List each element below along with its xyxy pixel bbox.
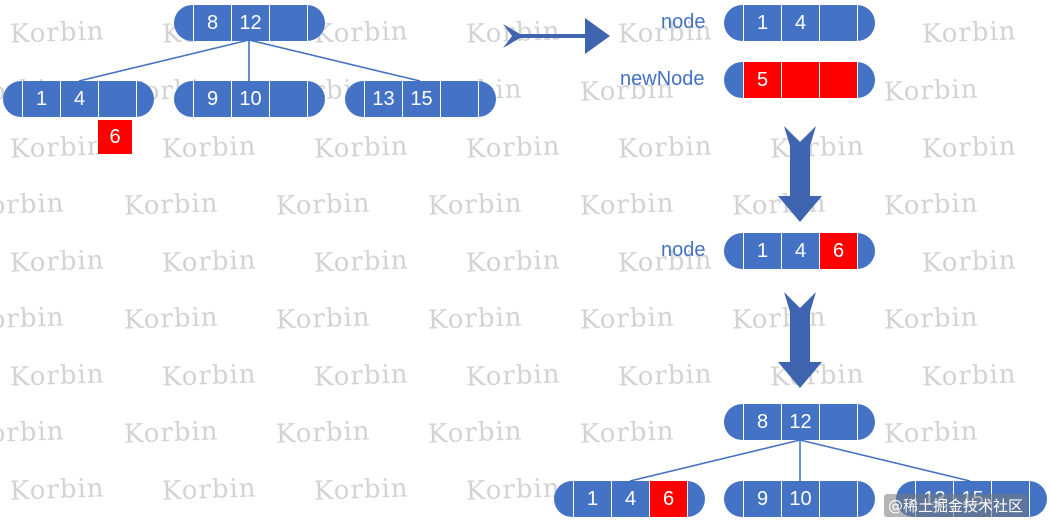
key-cell: 4 bbox=[612, 481, 650, 517]
empty-cell bbox=[99, 81, 137, 117]
result-tree-left-child-node: 1 4 6 bbox=[554, 481, 705, 517]
node-cap bbox=[724, 404, 744, 440]
node-cap bbox=[724, 5, 744, 41]
new-node-label: newNode bbox=[620, 68, 705, 90]
left-tree-right-child-node: 13 15 bbox=[345, 81, 496, 117]
key-cell: 4 bbox=[782, 5, 820, 41]
merged-node: 1 4 6 bbox=[724, 233, 875, 269]
source-credit: @稀土掘金技术社区 bbox=[884, 494, 1028, 517]
key-cell: 1 bbox=[574, 481, 612, 517]
key-cell: 9 bbox=[194, 81, 232, 117]
result-tree-middle-child-node: 9 10 bbox=[724, 481, 875, 517]
empty-cell bbox=[270, 81, 308, 117]
empty-cell bbox=[820, 62, 858, 98]
key-cell: 9 bbox=[744, 481, 782, 517]
edge-line bbox=[799, 439, 971, 482]
left-tree-root-node: 8 12 bbox=[174, 5, 325, 41]
key-cell: 12 bbox=[232, 5, 270, 41]
inserted-key: 6 bbox=[97, 119, 133, 155]
node-cap bbox=[554, 481, 574, 517]
node-cap bbox=[724, 233, 744, 269]
empty-cell bbox=[992, 481, 1030, 517]
key-cell: 15 bbox=[403, 81, 441, 117]
down-arrow-icon bbox=[778, 292, 822, 388]
edge-line bbox=[248, 39, 421, 82]
node-cap bbox=[345, 81, 365, 117]
node-cap bbox=[3, 81, 23, 117]
key-cell: 4 bbox=[782, 233, 820, 269]
empty-cell bbox=[820, 5, 858, 41]
down-arrow-icon bbox=[778, 126, 822, 222]
node-label: node bbox=[661, 239, 706, 261]
key-cell: 10 bbox=[782, 481, 820, 517]
empty-cell bbox=[270, 5, 308, 41]
edge-line bbox=[78, 39, 250, 82]
key-cell: 13 bbox=[365, 81, 403, 117]
right-arrow-icon bbox=[503, 18, 610, 54]
node-label: node bbox=[661, 11, 706, 33]
key-cell: 4 bbox=[61, 81, 99, 117]
node-cap bbox=[174, 5, 194, 41]
key-cell: 1 bbox=[744, 233, 782, 269]
empty-cell bbox=[820, 404, 858, 440]
key-cell: 8 bbox=[744, 404, 782, 440]
edge-line bbox=[629, 439, 801, 482]
left-tree-left-child-node: 1 4 bbox=[3, 81, 154, 117]
key-cell: 1 bbox=[23, 81, 61, 117]
key-cell: 8 bbox=[194, 5, 232, 41]
empty-cell bbox=[782, 62, 820, 98]
node-cap bbox=[724, 481, 744, 517]
left-tree-middle-child-node: 9 10 bbox=[174, 81, 325, 117]
key-cell: 5 bbox=[744, 62, 782, 98]
key-cell: 10 bbox=[232, 81, 270, 117]
key-cell: 1 bbox=[744, 5, 782, 41]
split-node: 1 4 bbox=[724, 5, 875, 41]
key-cell: 6 bbox=[650, 481, 688, 517]
result-tree-root-node: 8 12 bbox=[724, 404, 875, 440]
empty-cell bbox=[441, 81, 479, 117]
key-cell: 6 bbox=[820, 233, 858, 269]
node-cap bbox=[174, 81, 194, 117]
new-node: 5 bbox=[724, 62, 875, 98]
empty-cell bbox=[820, 481, 858, 517]
key-cell: 12 bbox=[782, 404, 820, 440]
node-cap bbox=[724, 62, 744, 98]
